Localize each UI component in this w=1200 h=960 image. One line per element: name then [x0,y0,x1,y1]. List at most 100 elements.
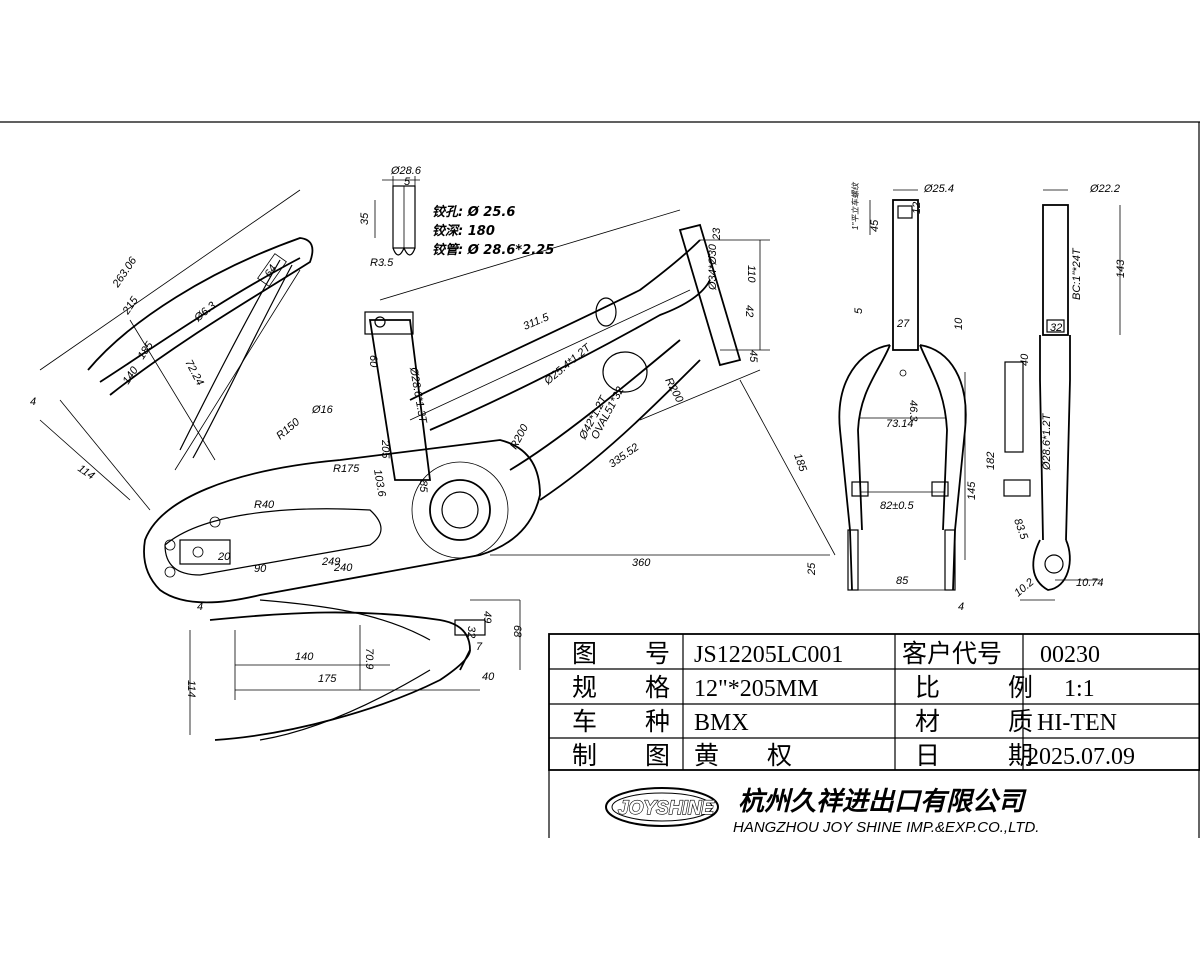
date-value: 2025.07.09 [1027,744,1135,770]
seat-tube-diameter-label: Ø28.6*1.3T [407,365,429,425]
fork-7314-label: 73.14 [886,418,914,430]
top-tube-diameter-label: Ø25.4*1.2T [541,341,594,388]
seat-tube-205-label: 205 [379,439,391,459]
chainstay-4-label: 4 [197,601,203,613]
title-block: 图 号 JS12205LC001 客户代号 00230 规 格 12"*205M… [548,633,1200,838]
fork-crown-27-label: 27 [896,318,910,330]
fork-side-32-label: 32 [1050,322,1062,334]
hinge-width-label: 5 [404,176,411,188]
hinge-diameter-label: Ø28.6 [390,165,422,177]
fork-side-view: Ø22.2 143 32 BC:1"*24T 40 182 Ø28.6*1.2T… [985,183,1127,601]
company-name-en: HANGZHOU JOY SHINE IMP.&EXP.CO.,LTD. [733,819,1039,836]
seatstay-72-label: 72.24 [182,358,206,388]
hinge-radius-label: R3.5 [370,257,394,269]
head-tube-45-label: 45 [747,350,759,363]
bike-type-value: BMX [694,710,749,736]
seatstay-215-label: 215 [120,294,141,317]
fork-side-diameter-b-label: Ø28.6*1.2T [1041,412,1053,471]
spec-label: 规 格 [572,673,690,702]
depth-note: 铰深: 180 [432,223,495,239]
hinge-detail: Ø28.6 5 35 R3.5 铰孔: Ø 25.6 铰深: 180 铰管: Ø… [359,165,554,269]
seat-tube-85-label: 85 [417,480,429,493]
head-tube-110-label: 110 [745,265,757,283]
dropout-240-label: 240 [333,562,353,574]
bore-note: 铰孔: Ø 25.6 [432,204,515,220]
chainstay-175-label: 175 [318,673,337,685]
hinge-height-label: 35 [359,212,371,225]
drawn-by-value: 黄 权 [694,741,812,770]
stay-r150-label: R150 [274,416,303,443]
customer-code-label: 客户代号 [902,639,1002,668]
bb-drop-25-label: 25 [806,562,818,576]
stay-r175-label: R175 [333,463,360,475]
head-tube-diameter-label: Ø34*Ø30 [707,243,719,291]
fork-crown-10-label: 10 [953,317,965,330]
stay-r40-label: R40 [254,499,275,511]
customer-code-value: 00230 [1040,642,1100,668]
fork-82-label: 82±0.5 [880,500,914,512]
fork-463-label: 46.3 [907,400,919,422]
sheet-border [0,121,1200,838]
fork-crown-5-label: 5 [853,307,865,314]
drawn-by-label: 制 图 [572,741,690,770]
fork-steerer-12-label: 12 [911,202,923,214]
drawing-no-value: JS12205LC001 [694,642,843,668]
drawing-no-label: 图 号 [572,639,690,668]
fork-steerer-45-label: 45 [869,219,881,232]
seatstay-263-label: 263.06 [110,254,140,290]
material-value: HI-TEN [1037,710,1117,736]
fork-side-40-label: 40 [1019,353,1031,366]
wheelbase-360-label: 360 [632,557,651,569]
date-label: 日 期 [915,741,1063,770]
fork-thread-label: 1"平立车螺纹 [851,182,860,230]
company-logo: JOYSHINE [605,787,719,827]
dropout-20-label: 20 [217,551,231,563]
chainstay-32-label: 32 [465,626,477,638]
seatstay-64-label: 64 [263,263,280,280]
fork-side-143-label: 143 [1115,259,1127,278]
company-name-cn: 杭州久祥进出口有限公司 [738,787,1027,817]
seatstay-view: 263.06 215 185 140 114 4 64 72.24 Ø6.3 [30,189,314,511]
chainstay-68-label: 68 [511,625,523,638]
fork-145-label: 145 [966,481,978,500]
stay-d16-label: Ø16 [311,404,334,416]
chainstay-view: 140 175 70.9 114 4 49 68 32 40 7 [185,599,523,741]
chainstay-114-label: 114 [185,680,197,698]
head-tube-42-label: 42 [743,305,755,317]
fork-85-label: 85 [896,575,909,587]
bike-type-label: 车 种 [572,707,690,736]
down-tube-length-label: 335.52 [607,441,641,470]
company-block: JOYSHINE 杭州久祥进出口有限公司 HANGZHOU JOY SHINE … [605,787,1039,836]
fork-side-1074-label: 10.74 [1076,577,1104,589]
fork-4-label: 4 [958,601,964,613]
dropout-90-label: 90 [254,563,267,575]
main-frame-view: 311.5 Ø25.4*1.2T Ø42*1.2T OVAL51*32 R200… [143,209,836,604]
chainstay-7-label: 7 [476,641,483,653]
chainstay-40-label: 40 [482,671,495,683]
fork-side-182-label: 182 [985,452,997,470]
scale-label: 比 例 [915,673,1063,702]
fork-side-835-label: 83.5 [1011,517,1030,542]
head-tube-23-label: 23 [711,227,723,241]
scale-value: 1:1 [1064,676,1095,702]
seat-tube-1036-label: 103.6 [371,468,388,498]
dropout-249-label: 249 [321,556,340,568]
down-tube-radius-b-label: R200 [662,376,685,406]
chainstay-140-label: 140 [295,651,314,663]
company-logo-text: JOYSHINE [618,798,715,819]
fork-front-view: Ø25.4 12 45 1"平立车螺纹 27 10 5 46.3 73.14 8… [838,182,978,613]
head-tube-185-label: 185 [791,452,809,474]
seat-tube-60-label: 60 [367,355,379,368]
top-tube-length-label: 311.5 [521,311,551,333]
chainstay-49-label: 49 [481,611,493,623]
tube-note: 铰管: Ø 28.6*2.25 [432,242,554,258]
seatstay-114-label: 114 [75,463,96,483]
fork-side-bc-label: BC:1"*24T [1071,247,1083,300]
chainstay-709-label: 70.9 [363,648,375,669]
spec-value: 12"*205MM [694,676,818,702]
fork-side-diameter-label: Ø22.2 [1089,183,1120,195]
fork-steerer-diameter-label: Ø25.4 [923,183,954,195]
material-label: 材 质 [915,707,1063,736]
seatstay-4-label: 4 [30,396,36,408]
